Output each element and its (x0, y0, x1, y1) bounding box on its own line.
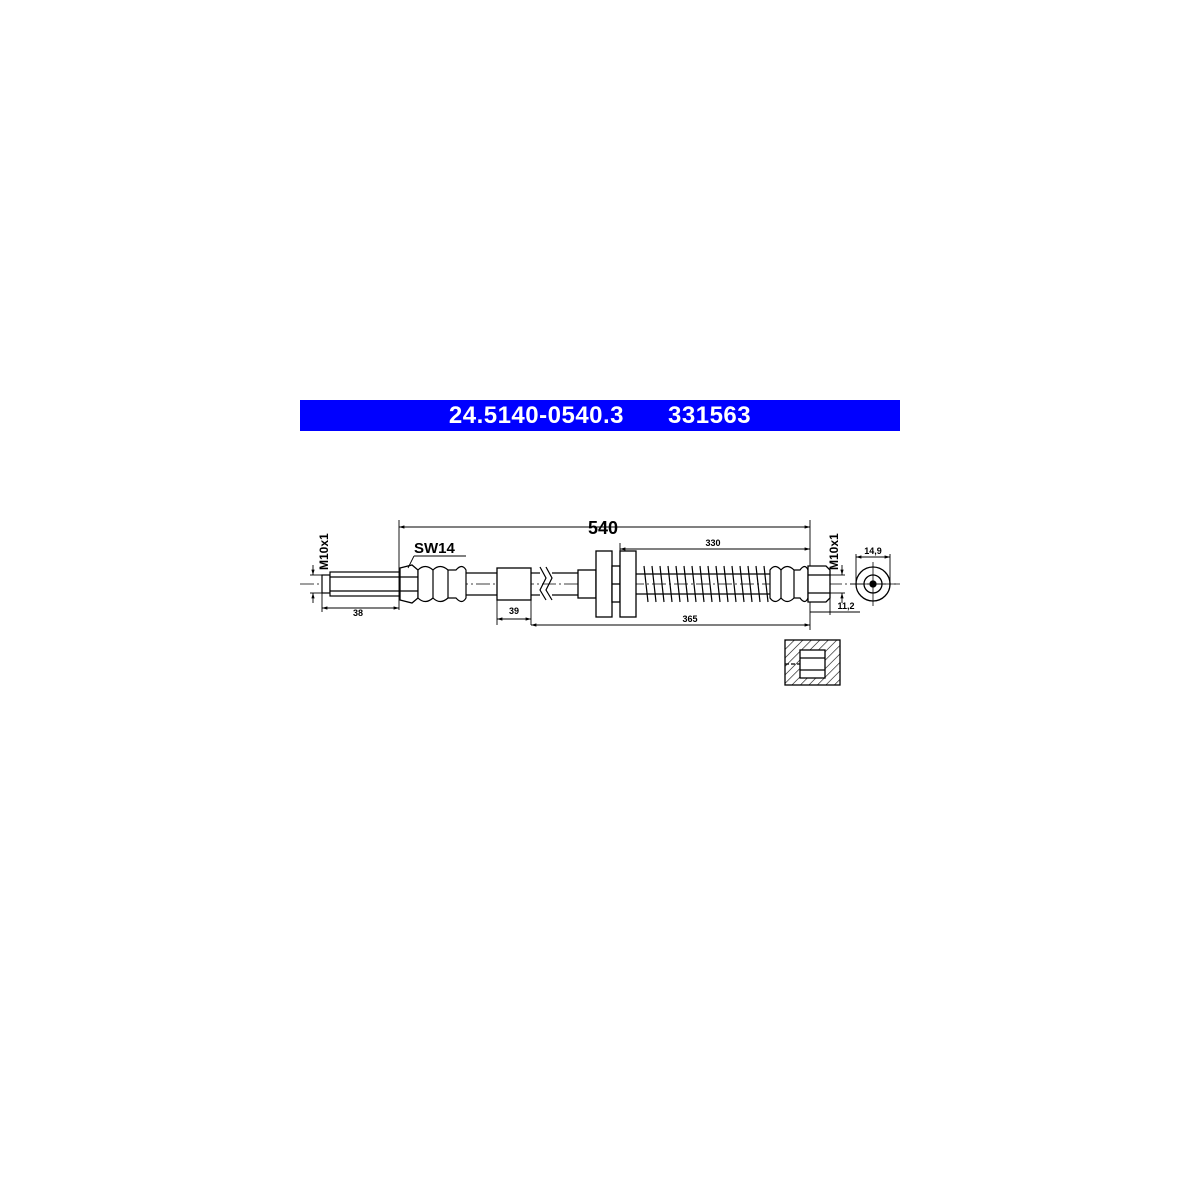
thread-left-label: M10x1 (317, 533, 331, 570)
mounting-bracket (577, 550, 637, 618)
left-thread-fitting (321, 571, 401, 597)
dim-39-label: 39 (509, 606, 519, 616)
part-number-banner: 24.5140-0540.3 331563 (300, 400, 900, 431)
dim-38-label: 38 (353, 608, 363, 618)
right-female-fitting (807, 565, 831, 603)
part-number: 24.5140-0540.3 (448, 401, 625, 429)
hose-sleeve (496, 567, 532, 601)
dim-end-label: 11,2 (837, 601, 854, 611)
end-view (850, 562, 896, 606)
dim-365-label: 365 (682, 614, 697, 624)
left-crimp-sleeve (417, 565, 467, 603)
wrench-size-label: SW14 (414, 540, 456, 557)
right-crimp-sleeve (769, 565, 809, 603)
dim-330-label: 330 (705, 538, 720, 548)
total-length-label: 540 (588, 518, 618, 538)
protective-spring (636, 565, 770, 603)
left-hex-nut (399, 564, 419, 604)
reference-number: 331563 (668, 401, 752, 429)
thread-right-label: M10x1 (827, 533, 841, 570)
hose-left-segment (466, 572, 497, 596)
dimension-lines (310, 520, 891, 630)
port-detail-section (784, 639, 841, 686)
dim-diameter-label: 14,9 (864, 546, 882, 556)
